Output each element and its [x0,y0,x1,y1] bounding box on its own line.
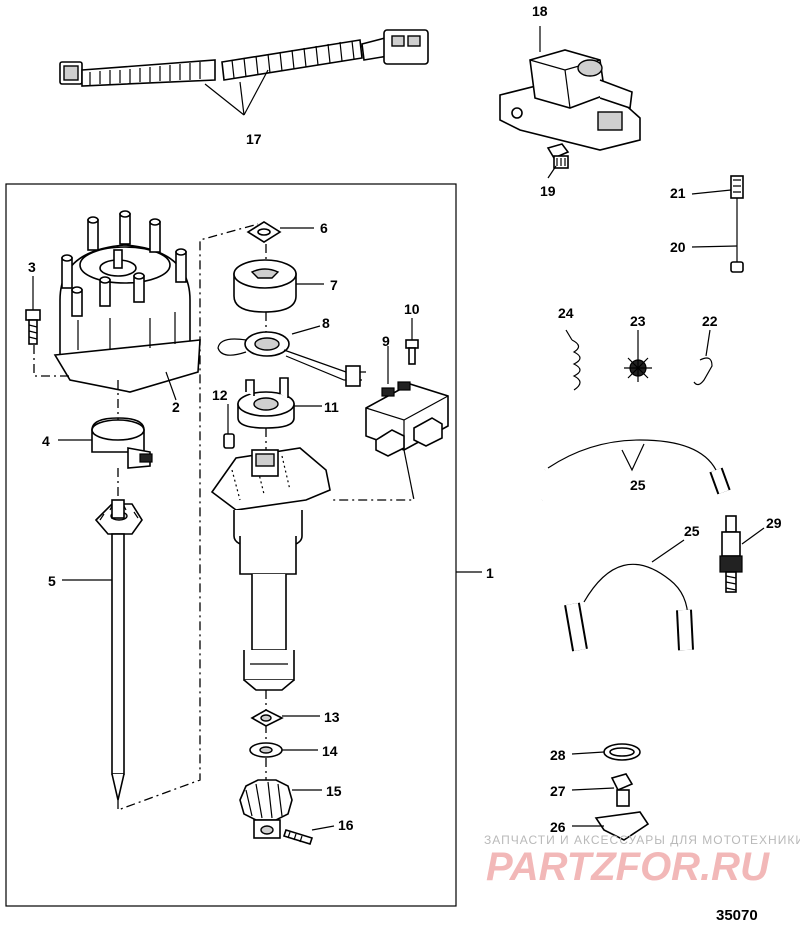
module-screw [405,318,419,365]
spark-plug-wire-upper [537,439,731,501]
callout-25-lower: 25 [684,523,700,539]
callout-9: 9 [382,333,390,349]
distributor-cap [53,210,201,401]
callout-2: 2 [172,399,180,415]
callout-11: 11 [324,399,339,415]
callout-7: 7 [330,277,338,293]
callout-12: 12 [212,387,228,403]
guide-line-main [117,223,259,811]
callout-15: 15 [326,783,342,799]
watermark-caption: ЗАПЧАСТИ И АКСЕССУАРЫ ДЛЯ МОТОТЕХНИКИ [484,833,800,847]
callout-6: 6 [320,220,328,236]
spark-plug-wire-lower [564,539,694,652]
rotor [58,417,153,469]
callout-3: 3 [28,259,36,275]
guide-line-module [330,489,415,501]
callout-1: 1 [486,565,494,581]
ground-lead [691,175,744,273]
callout-14: 14 [322,743,338,759]
callout-21: 21 [670,185,686,201]
wiring-harness [59,29,429,116]
shim-washer [249,742,318,758]
callout-4: 4 [42,433,50,449]
spark-plug [719,515,765,593]
distributor-housing [210,447,331,691]
callout-26: 26 [550,819,566,835]
clips [565,329,713,391]
callout-18: 18 [532,3,548,19]
drive-gear [239,779,322,839]
cap-screw [25,276,41,345]
callout-16: 16 [338,817,354,833]
callout-10: 10 [404,301,420,317]
pickup-coil [217,325,366,387]
ignition-module [365,346,449,491]
callout-29: 29 [766,515,782,531]
coil-bolt [546,143,570,179]
distributor-assembly-frame [5,183,457,907]
pickup-cover [233,259,324,313]
gear-pin [282,825,335,845]
diagram-code: 35070 [716,907,758,924]
callout-22: 22 [702,313,718,329]
distributor-shaft [62,499,143,801]
ignition-coil [499,26,641,151]
callout-24: 24 [558,305,574,321]
callout-28: 28 [550,747,566,763]
callout-20: 20 [670,239,686,255]
callout-labels: 1 2 3 4 5 6 7 8 9 10 11 12 13 14 15 16 1… [28,3,782,835]
callout-27: 27 [550,783,566,799]
thrust-washer [250,709,320,727]
callout-23: 23 [630,313,646,329]
roll-pin [223,404,235,449]
callout-25-upper: 25 [630,477,646,493]
callout-8: 8 [322,315,330,331]
watermark-logo: PARTZFOR.RU [486,845,770,889]
callout-5: 5 [48,573,56,589]
callout-13: 13 [324,709,340,725]
gasket [246,221,314,243]
bracket-parts [571,743,650,841]
callout-17: 17 [246,131,262,147]
pole-piece [237,377,322,429]
callout-19: 19 [540,183,556,199]
